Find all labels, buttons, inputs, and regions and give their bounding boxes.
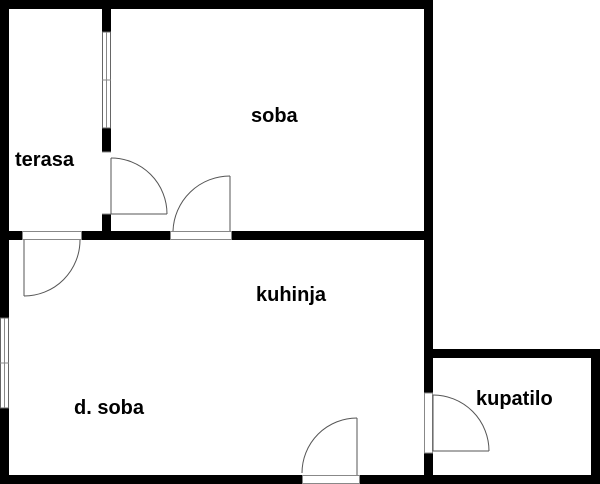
room-label-kuhinja: kuhinja (256, 284, 327, 306)
doors (22, 151, 490, 484)
wall-left (0, 0, 9, 484)
wall-top (0, 0, 433, 9)
window-partition (102, 31, 111, 129)
window-living-left (0, 317, 9, 409)
wall-bottom (0, 475, 600, 484)
door-partition (102, 151, 168, 215)
room-label-terasa: terasa (15, 149, 75, 171)
wall-bathroom-top (424, 349, 600, 358)
windows (0, 31, 111, 409)
room-label-kupatilo: kupatilo (476, 388, 553, 410)
wall-bathroom-right (591, 349, 600, 484)
door-room-kitchen (170, 175, 232, 240)
door-bathroom (424, 392, 490, 454)
room-label-dnevna-soba: d. soba (74, 397, 145, 419)
room-label-soba: soba (251, 105, 299, 127)
door-entrance (301, 417, 360, 484)
wall-right-upper (424, 0, 433, 484)
door-terrace-living (22, 231, 82, 297)
